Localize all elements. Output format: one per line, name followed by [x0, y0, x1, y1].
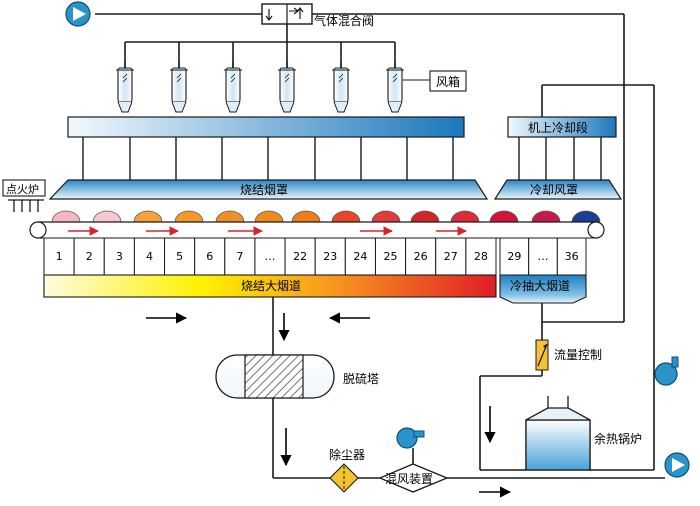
waste-heat-boiler-label: 余热锅炉 — [594, 431, 642, 446]
sinter-cell-label: 4 — [146, 250, 153, 263]
sinter-hood-label: 烧结烟罩 — [240, 183, 288, 197]
cooling-hood — [493, 179, 623, 200]
desulfurization-tower — [215, 354, 335, 399]
desulfurization-tower-label: 脱硫塔 — [343, 371, 379, 386]
sinter-cell — [43, 237, 75, 276]
dust-collector-label: 除尘器 — [329, 447, 365, 462]
igniter-label: 点火炉 — [6, 183, 39, 196]
flow-control-valve — [535, 339, 549, 371]
sinter-manifold — [67, 116, 465, 138]
material-domes — [51, 210, 601, 223]
sinter-cell — [435, 237, 467, 276]
mixing-device — [378, 463, 449, 493]
sinter-cell-label: 7 — [236, 250, 243, 263]
sinter-cell-label: 2 — [86, 250, 93, 263]
sinter-flue — [43, 274, 497, 298]
sinter-cell-label: 28 — [474, 250, 488, 263]
windbox-probe — [224, 62, 242, 113]
lower-piping — [272, 84, 665, 479]
manifold-drops — [82, 137, 454, 180]
sinter-cell — [344, 237, 376, 276]
cooling-flue — [499, 274, 587, 304]
pump-icon — [654, 356, 679, 386]
flow-control-label: 流量控制 — [554, 348, 602, 362]
down-arrows — [278, 313, 512, 498]
cooling-drops — [518, 137, 602, 180]
sinter-cell-label: 26 — [414, 250, 428, 263]
cooling-cell — [556, 237, 587, 276]
windbox-probe — [386, 62, 404, 113]
sinter-cell-label: 6 — [206, 250, 213, 263]
dust-collector — [329, 463, 359, 493]
sinter-cell — [224, 237, 256, 276]
windbox-label: 风箱 — [436, 74, 460, 89]
pump-icon — [664, 452, 690, 478]
windbox-probe — [116, 62, 134, 113]
cooling-flue-label: 冷抽大烟道 — [510, 279, 570, 293]
conveyor — [29, 221, 605, 239]
cooling-cell-label: … — [538, 250, 549, 263]
sinter-cell-label: 22 — [293, 250, 307, 263]
sinter-cell-label: 1 — [56, 250, 63, 263]
cooling-cell-label: 36 — [565, 250, 579, 263]
sinter-cell — [164, 237, 196, 276]
windbox-probe — [170, 62, 188, 113]
pump-icon — [396, 427, 425, 449]
cooling-section-box — [507, 116, 617, 138]
gas-mixing-valve — [261, 3, 313, 25]
sinter-cell-label: 24 — [353, 250, 367, 263]
waste-heat-boiler — [525, 396, 591, 471]
sinter-cell-label: 25 — [384, 250, 398, 263]
sinter-cell — [133, 237, 166, 276]
windbox-probe — [278, 62, 296, 113]
sinter-flue-label: 烧结大烟道 — [241, 279, 301, 293]
sinter-cell — [254, 237, 286, 276]
igniter-nozzles — [8, 199, 44, 212]
sinter-cell — [314, 237, 346, 276]
pump-icon — [65, 1, 91, 27]
sinter-cell-label: … — [265, 250, 276, 263]
igniter-box — [2, 179, 46, 197]
sinter-hood — [48, 179, 489, 200]
windbox-label-box — [429, 70, 467, 92]
cooling-cells: 29 … 36 — [499, 237, 587, 276]
sinter-cell — [194, 237, 226, 276]
sinter-cell-label: 27 — [444, 250, 458, 263]
cooling-cell — [528, 237, 558, 276]
windbox-probes — [116, 62, 404, 113]
sinter-cell — [465, 237, 497, 276]
sinter-cell-label: 23 — [323, 250, 337, 263]
sinter-cell-label: 5 — [176, 250, 183, 263]
gas-mixing-valve-label: 气体混合阀 — [314, 13, 374, 28]
windbox-probe — [332, 62, 350, 113]
sinter-cell-label: 3 — [116, 250, 123, 263]
cooling-section-label: 机上冷却段 — [528, 120, 588, 135]
cooling-cell-label: 29 — [507, 250, 521, 263]
top-gas-piping — [95, 13, 625, 323]
cooling-hood-label: 冷却风罩 — [530, 183, 578, 197]
mixing-device-label: 混风装置 — [385, 472, 433, 486]
